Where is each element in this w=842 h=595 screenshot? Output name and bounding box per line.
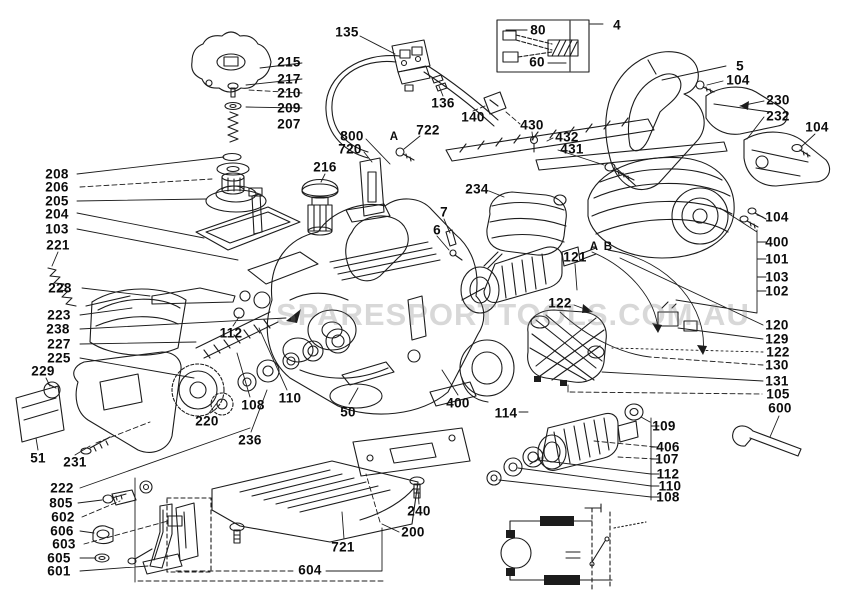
part-label-217: 217 (277, 71, 301, 87)
part-label-112: 112 (219, 325, 243, 341)
part-label-108: 108 (656, 489, 680, 505)
part-label-228: 228 (48, 280, 72, 296)
part-label-406: 406 (656, 439, 680, 455)
part-label-204: 204 (45, 206, 69, 222)
part-label-721: 721 (331, 539, 355, 555)
part-label-B: B (603, 241, 613, 253)
part-label-720: 720 (338, 141, 362, 157)
part-label-122: 122 (548, 295, 572, 311)
part-label-120: 120 (765, 317, 789, 333)
part-label-103: 103 (45, 221, 69, 237)
part-label-6: 6 (433, 222, 441, 238)
part-label-400: 400 (765, 234, 789, 250)
part-label-110: 110 (278, 390, 302, 406)
part-label-432: 432 (555, 129, 579, 145)
part-label-602: 602 (51, 509, 75, 525)
part-label-225: 225 (47, 350, 71, 366)
part-label-236: 236 (238, 432, 262, 448)
part-label-223: 223 (47, 307, 71, 323)
part-label-121: 121 (563, 249, 587, 265)
part-label-122: 122 (766, 344, 790, 360)
part-label-232: 232 (766, 108, 790, 124)
part-label-4: 4 (613, 17, 621, 33)
part-label-240: 240 (407, 503, 431, 519)
part-label-136: 136 (431, 95, 455, 111)
part-label-606: 606 (50, 523, 74, 539)
part-label-105: 105 (766, 386, 790, 402)
part-label-80: 80 (530, 22, 546, 38)
part-label-722: 722 (416, 122, 440, 138)
part-label-216: 216 (313, 159, 337, 175)
part-label-A: A (389, 131, 399, 143)
part-label-604: 604 (298, 562, 322, 578)
part-label-209: 209 (277, 100, 301, 116)
part-label-A: A (589, 241, 599, 253)
part-label-112: 112 (656, 466, 680, 482)
part-label-605: 605 (47, 550, 71, 566)
part-label-220: 220 (195, 413, 219, 429)
part-label-5: 5 (736, 58, 744, 74)
part-label-805: 805 (49, 495, 73, 511)
part-label-104: 104 (726, 72, 750, 88)
part-label-108: 108 (241, 397, 265, 413)
part-label-60: 60 (529, 54, 545, 70)
part-label-600: 600 (768, 400, 792, 416)
part-label-601: 601 (47, 563, 71, 579)
part-label-131: 131 (765, 373, 789, 389)
part-label-109: 109 (652, 418, 676, 434)
part-label-101: 101 (765, 251, 789, 267)
part-label-135: 135 (335, 24, 359, 40)
part-label-104: 104 (765, 209, 789, 225)
part-label-431: 431 (560, 141, 584, 157)
part-label-800: 800 (340, 128, 364, 144)
part-label-230: 230 (766, 92, 790, 108)
part-label-229: 229 (31, 363, 55, 379)
part-label-234: 234 (465, 181, 489, 197)
part-label-50: 50 (340, 404, 356, 420)
part-label-430: 430 (520, 117, 544, 133)
part-label-208: 208 (45, 166, 69, 182)
part-label-104: 104 (805, 119, 829, 135)
part-label-103: 103 (765, 269, 789, 285)
part-label-221: 221 (46, 237, 70, 253)
part-label-110: 110 (658, 478, 682, 494)
part-label-102: 102 (765, 283, 789, 299)
part-label-114: 114 (494, 405, 518, 421)
part-label-215: 215 (277, 54, 301, 70)
part-label-400: 400 (446, 395, 470, 411)
part-label-603: 603 (52, 536, 76, 552)
part-label-207: 207 (277, 116, 301, 132)
part-label-227: 227 (47, 336, 71, 352)
watermark: SPARESPORTTOOLS.COM.AU (276, 297, 750, 332)
part-label-107: 107 (655, 451, 679, 467)
part-label-51: 51 (30, 450, 46, 466)
part-label-210: 210 (277, 85, 301, 101)
part-label-205: 205 (45, 193, 69, 209)
part-label-200: 200 (401, 524, 425, 540)
part-label-231: 231 (63, 454, 87, 470)
part-label-206: 206 (45, 179, 69, 195)
part-label-140: 140 (461, 109, 485, 125)
part-label-7: 7 (440, 204, 448, 220)
part-label-238: 238 (46, 321, 70, 337)
part-label-222: 222 (50, 480, 74, 496)
part-label-129: 129 (765, 331, 789, 347)
part-label-130: 130 (765, 357, 789, 373)
